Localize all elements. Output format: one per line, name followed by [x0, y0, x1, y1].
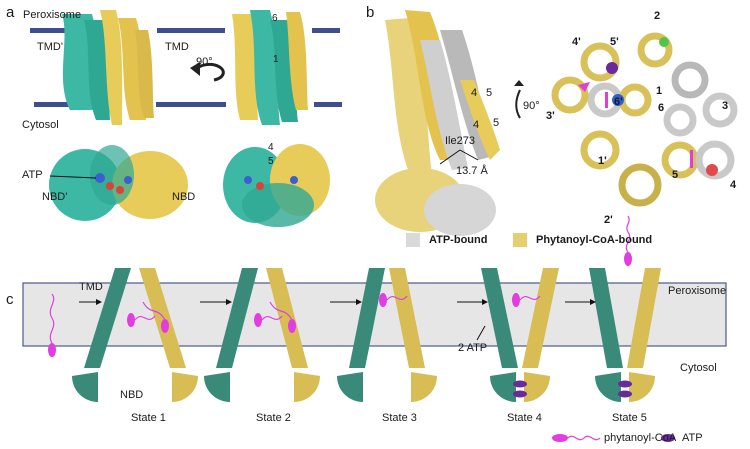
- helix-5-label-a: 5: [268, 156, 274, 167]
- structure-side-view: [223, 10, 330, 227]
- peroxisome-label-a: Peroxisome: [23, 9, 82, 21]
- state-1-cartoon: [72, 268, 198, 402]
- helix-r-6: 6: [658, 102, 665, 114]
- membrane-bar-top-right: [312, 28, 340, 33]
- nbd-prime-label: NBD': [42, 191, 68, 203]
- panel-b-letter: b: [366, 4, 375, 21]
- panel-c-legend-icons: [552, 434, 675, 442]
- helix-4-label-a: 4: [268, 142, 274, 153]
- legend-phytanoyl-bound-swatch: [513, 233, 527, 247]
- helix-r-5: 5: [672, 169, 679, 181]
- membrane-bar-top-mid: [157, 28, 225, 33]
- peroxisome-label-c: Peroxisome: [668, 285, 727, 297]
- panel-a-letter: a: [6, 4, 15, 21]
- rotation-arrow-b: [514, 80, 524, 119]
- free-ligands: [48, 215, 632, 357]
- state-diagrams: [72, 268, 661, 402]
- state-4-cartoon: [481, 268, 559, 402]
- helix-r-1: 1: [656, 85, 663, 97]
- membrane-bar-bottom-left: [34, 102, 96, 107]
- state-4-label: State 4: [507, 412, 542, 424]
- ile273-label: Ile273: [445, 135, 475, 147]
- tmd-label-c: TMD: [79, 281, 103, 293]
- membrane-bar-bottom-right: [314, 102, 342, 107]
- helix-6-label-a: 6: [272, 13, 278, 24]
- distance-label: 13.7 Å: [456, 165, 488, 177]
- two-atp-label: 2 ATP: [458, 342, 488, 354]
- membrane-bar-top-left: [30, 28, 95, 33]
- legend-atp-label: ATP: [682, 432, 703, 444]
- helix-b-label-4: 5: [493, 117, 500, 129]
- state-1-label: State 1: [131, 412, 166, 424]
- structure-b-side: [375, 10, 500, 236]
- legend-phytanoyl-bound-label: Phytanoyl-CoA-bound: [536, 234, 653, 246]
- tmd-label-a: TMD: [165, 41, 189, 53]
- helix-1-label-a: 1: [273, 54, 279, 65]
- state-2-cartoon: [204, 268, 320, 402]
- helix-r-4p: 4': [572, 36, 581, 48]
- helix-r-2: 2: [654, 10, 661, 22]
- panel-c-letter: c: [6, 291, 14, 308]
- state-3-label: State 3: [382, 412, 417, 424]
- state-3-cartoon: [337, 268, 437, 402]
- helix-r-5p: 5': [610, 36, 619, 48]
- helix-r-6p: 6': [614, 96, 623, 108]
- cytosol-label-a: Cytosol: [22, 119, 59, 131]
- structure-b-top: [550, 20, 750, 220]
- atp-label-a: ATP: [22, 169, 43, 181]
- helix-r-2p: 2': [604, 214, 613, 226]
- helix-b-label-3: 4: [473, 119, 480, 131]
- helix-r-3p: 3': [546, 110, 555, 122]
- legend-phytanoyl-label: phytanoyl-CoA: [604, 432, 677, 444]
- nbd-label-a: NBD: [172, 191, 196, 203]
- helix-b-label-2: 5: [486, 87, 493, 99]
- helix-r-1p: 1': [598, 155, 607, 167]
- helix-r-3: 3: [722, 100, 729, 112]
- helix-b-label-1: 4: [471, 87, 478, 99]
- nbd-label-c: NBD: [120, 389, 144, 401]
- membrane-bar-bottom-mid: [156, 102, 226, 107]
- legend-atp-bound-label: ATP-bound: [429, 234, 488, 246]
- state-2-label: State 2: [256, 412, 291, 424]
- tmd-prime-label: TMD': [37, 41, 63, 53]
- rotation-label-b: 90°: [523, 100, 540, 112]
- cytosol-label-c: Cytosol: [680, 362, 717, 374]
- rotation-label-a: 90°: [196, 56, 213, 68]
- state-5-label: State 5: [612, 412, 647, 424]
- panel-c-arrows: [79, 299, 596, 341]
- structure-front-view: [49, 10, 188, 221]
- rotation-arrow-a: [190, 62, 225, 82]
- state-5-cartoon: [589, 268, 661, 402]
- helix-r-4: 4: [730, 179, 737, 191]
- legend-atp-bound-swatch: [406, 233, 420, 247]
